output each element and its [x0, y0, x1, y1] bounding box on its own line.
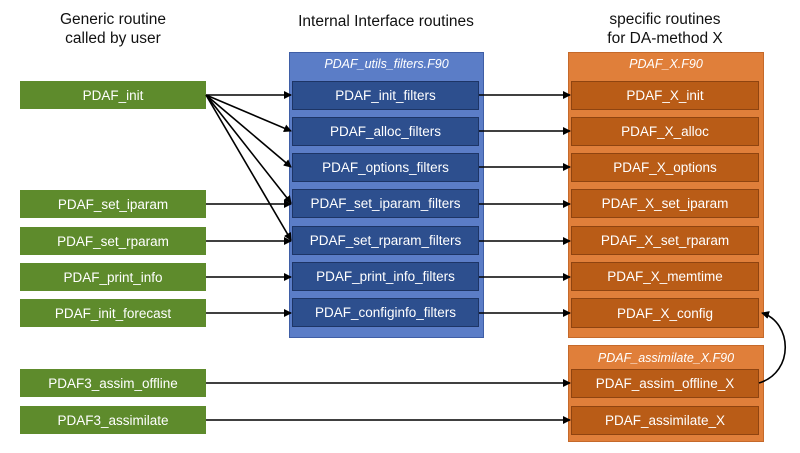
- interface-set-rparam-filters[interactable]: PDAF_set_rparam_filters: [292, 226, 479, 255]
- generic-pdaf-print-info[interactable]: PDAF_print_info: [20, 263, 206, 291]
- specific-x-init[interactable]: PDAF_X_init: [571, 81, 759, 110]
- interface-options-filters[interactable]: PDAF_options_filters: [292, 153, 479, 182]
- interface-alloc-filters[interactable]: PDAF_alloc_filters: [292, 117, 479, 146]
- generic-pdaf-init-forecast[interactable]: PDAF_init_forecast: [20, 299, 206, 327]
- generic-pdaf-set-iparam[interactable]: PDAF_set_iparam: [20, 190, 206, 218]
- arrow-assim-offline-x-to-x-config: [758, 311, 786, 384]
- header-specific-routines: specific routines for DA-method X: [607, 11, 723, 47]
- specific-assimilate-x[interactable]: PDAF_assimilate_X: [571, 406, 759, 435]
- arrow-init-to-set-rparam-filters: [205, 94, 292, 241]
- generic-pdaf3-assim-offline[interactable]: PDAF3_assim_offline: [20, 369, 206, 397]
- interface-set-iparam-filters[interactable]: PDAF_set_iparam_filters: [292, 189, 479, 218]
- specific-x-set-iparam[interactable]: PDAF_X_set_iparam: [571, 189, 759, 218]
- specific-x-alloc[interactable]: PDAF_X_alloc: [571, 117, 759, 146]
- generic-pdaf-init[interactable]: PDAF_init: [20, 81, 206, 109]
- arrow-init-to-set-iparam-filters: [205, 94, 292, 204]
- interface-init-filters[interactable]: PDAF_init_filters: [292, 81, 479, 110]
- generic-pdaf-set-rparam[interactable]: PDAF_set_rparam: [20, 227, 206, 255]
- interface-configinfo-filters[interactable]: PDAF_configinfo_filters: [292, 298, 479, 327]
- specific-x-options[interactable]: PDAF_X_options: [571, 153, 759, 182]
- specific-x-memtime[interactable]: PDAF_X_memtime: [571, 262, 759, 291]
- interface-print-info-filters[interactable]: PDAF_print_info_filters: [292, 262, 479, 291]
- specific-x-set-rparam[interactable]: PDAF_X_set_rparam: [571, 226, 759, 255]
- specific-assim-offline-x[interactable]: PDAF_assim_offline_X: [571, 369, 759, 398]
- header-generic-routine: Generic routine called by user: [60, 11, 166, 47]
- assimilate-file-label: PDAF_assimilate_X.F90: [597, 351, 735, 365]
- arrow-init-to-alloc-filters: [205, 94, 292, 132]
- specific-x-config[interactable]: PDAF_X_config: [571, 298, 759, 328]
- header-internal-interface: Internal Interface routines: [298, 13, 474, 30]
- arrow-init-to-options-filters: [205, 94, 292, 168]
- generic-pdaf3-assimilate[interactable]: PDAF3_assimilate: [20, 406, 206, 434]
- utils-filters-file-label: PDAF_utils_filters.F90: [324, 57, 449, 71]
- x-file-label: PDAF_X.F90: [629, 57, 703, 71]
